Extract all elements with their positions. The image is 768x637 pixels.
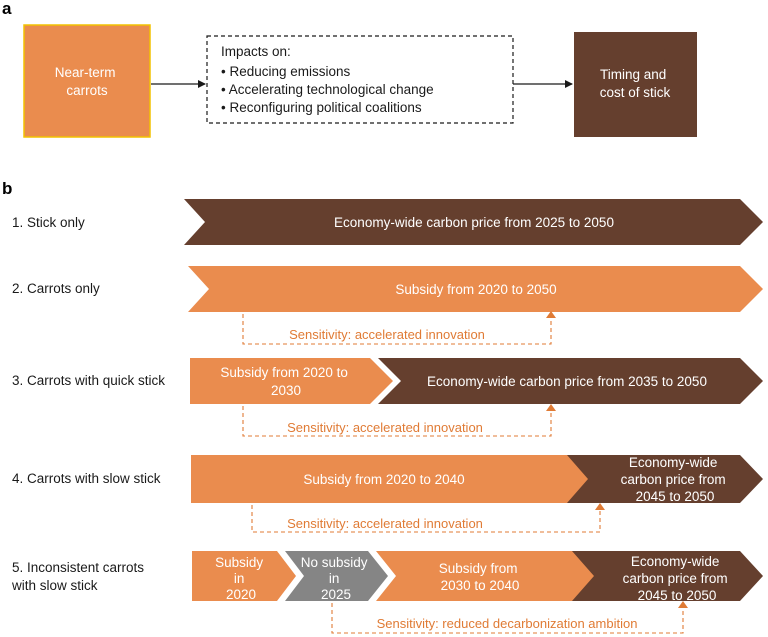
row-5-gap-text: No subsidy in 2025 xyxy=(301,555,372,602)
impacts-box xyxy=(206,35,514,124)
row-2-sensitivity-label: Sensitivity: accelerated innovation xyxy=(289,327,485,342)
scenario-row-2: 2. Carrots only Subsidy from 2020 to 205… xyxy=(12,266,763,345)
row-2-carrot-text: Subsidy from 2020 to 2050 xyxy=(395,282,556,297)
row-1-stick-text: Economy-wide carbon price from 2025 to 2… xyxy=(334,215,614,230)
row-4-carrot-text: Subsidy from 2020 to 2040 xyxy=(303,472,464,487)
row-4-stick-segment xyxy=(567,455,763,503)
near-term-carrots-label: Near-term carrots xyxy=(55,65,120,98)
row-5-carrot-segment-2020 xyxy=(192,551,296,601)
row-4-sensitivity-arrowhead xyxy=(595,503,605,510)
row-5-carrot-2020-text: Subsidy in 2020 xyxy=(215,555,267,602)
row-3-carrot-segment xyxy=(190,358,393,404)
scenario-row-4: 4. Carrots with slow stick Subsidy from … xyxy=(12,455,763,533)
scenario-row-1: 1. Stick only Economy-wide carbon price … xyxy=(12,199,763,245)
timing-cost-stick-label: Timing and cost of stick xyxy=(600,67,671,100)
row-3-sensitivity-bracket xyxy=(242,406,552,437)
row-4-sensitivity-label: Sensitivity: accelerated innovation xyxy=(287,516,483,531)
row-3-label: 3. Carrots with quick stick xyxy=(12,373,165,388)
row-4-stick-text: Economy-wide carbon price from 2045 to 2… xyxy=(621,455,730,504)
impact-item-technology: • Accelerating technological change xyxy=(221,82,434,97)
row-4-sensitivity-bracket xyxy=(251,505,601,533)
row-2-label: 2. Carrots only xyxy=(12,281,100,296)
row-5-sensitivity-arrowhead xyxy=(678,601,688,608)
row-3-stick-segment xyxy=(378,358,763,404)
impact-item-emissions: • Reducing emissions xyxy=(221,64,351,79)
impacts-list: Impacts on: • Reducing emissions • Accel… xyxy=(221,44,437,115)
near-term-carrots-box xyxy=(23,24,151,138)
row-2-carrot-segment xyxy=(188,266,763,312)
row-5-carrot-segment-2030 xyxy=(376,551,598,601)
impact-item-coalitions: • Reconfiguring political coalitions xyxy=(221,100,422,115)
panel-a-letter: a xyxy=(2,0,12,18)
row-5-carrot-2030-text: Subsidy from 2030 to 2040 xyxy=(439,561,522,593)
row-1-stick-segment xyxy=(184,199,763,245)
scenario-row-5: 5. Inconsistent carrots with slow stick … xyxy=(11,551,763,634)
row-3-stick-text: Economy-wide carbon price from 2035 to 2… xyxy=(427,374,707,389)
row-1-label: 1. Stick only xyxy=(12,215,85,230)
row-3-sensitivity-label: Sensitivity: accelerated innovation xyxy=(287,420,483,435)
row-5-gap-segment-2025 xyxy=(285,551,388,601)
row-4-carrot-segment xyxy=(191,455,591,503)
row-5-stick-segment xyxy=(572,551,763,601)
row-5-stick-text: Economy-wide carbon price from 2045 to 2… xyxy=(623,554,732,603)
row-5-sensitivity-label: Sensitivity: reduced decarbonization amb… xyxy=(377,616,638,631)
row-4-label: 4. Carrots with slow stick xyxy=(12,471,161,486)
row-3-sensitivity-arrowhead xyxy=(546,404,556,411)
row-5-label: 5. Inconsistent carrots with slow stick xyxy=(11,560,148,593)
row-3-carrot-text: Subsidy from 2020 to 2030 xyxy=(220,365,351,398)
panel-b-letter: b xyxy=(2,179,12,198)
timing-cost-stick-box xyxy=(574,32,697,137)
row-5-sensitivity-bracket xyxy=(331,603,684,634)
scenario-row-3: 3. Carrots with quick stick Subsidy from… xyxy=(12,358,763,437)
row-2-sensitivity-arrowhead xyxy=(546,311,556,318)
impacts-title: Impacts on: xyxy=(221,44,291,59)
row-2-sensitivity-bracket xyxy=(242,314,552,345)
